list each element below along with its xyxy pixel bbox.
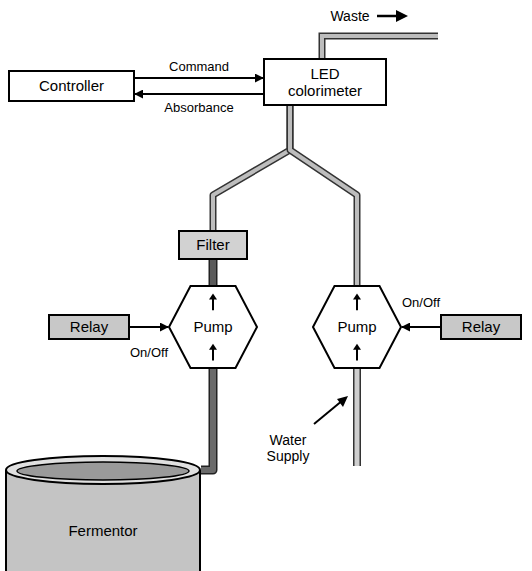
flow-arrowhead <box>353 344 361 350</box>
fermentor-tank: Fermentor <box>5 455 201 571</box>
waste-arrow <box>377 10 408 22</box>
flow-arrow <box>356 298 358 310</box>
water-supply-pipe <box>357 369 358 466</box>
flow-arrowhead <box>353 293 361 299</box>
edge-label: Absorbance <box>162 101 235 116</box>
flow-arrow <box>356 349 358 361</box>
node-label: Controller <box>39 77 104 94</box>
tube <box>201 369 213 470</box>
node-label: Fermentor <box>68 522 137 539</box>
node-label: Filter <box>196 236 229 253</box>
node-label: Relay <box>70 318 108 335</box>
cylinder-outline <box>5 455 201 571</box>
edge-label: Command <box>167 60 231 75</box>
pump-hexagon: Pump <box>312 285 402 369</box>
tube-core <box>210 260 216 285</box>
filter-box: Filter <box>178 230 248 260</box>
flow-arrow <box>212 349 214 361</box>
flow-arrowhead <box>209 344 217 350</box>
node-label: Relay <box>462 318 500 335</box>
pointer-arrow <box>314 396 348 424</box>
inlet-label: Water Supply <box>255 432 321 464</box>
pump-hexagon: Pump <box>168 285 258 369</box>
colorimeter-box: LED colorimeter <box>263 58 387 106</box>
signal-arrow <box>402 326 440 328</box>
relay-box: Relay <box>48 314 130 340</box>
outlet-label: Waste <box>328 8 371 24</box>
tube-core <box>201 369 213 470</box>
tube <box>213 106 290 230</box>
flow-arrow <box>212 298 214 310</box>
controller-box: Controller <box>8 70 135 102</box>
relay-box: Relay <box>440 314 522 340</box>
waste-pipe <box>322 36 438 58</box>
edge-label: On/Off <box>400 296 442 311</box>
edge-label: On/Off <box>128 346 170 361</box>
tube-core <box>213 106 290 230</box>
signal-arrow <box>130 326 168 328</box>
tube-core <box>290 106 357 285</box>
node-label: Pump <box>337 318 376 335</box>
tube <box>209 260 218 285</box>
tube <box>290 106 357 285</box>
signal-arrow <box>135 77 263 79</box>
signal-arrow <box>135 93 263 95</box>
node-label: Pump <box>193 318 232 335</box>
node-label: LED colorimeter <box>275 65 375 100</box>
flow-arrowhead <box>209 293 217 299</box>
